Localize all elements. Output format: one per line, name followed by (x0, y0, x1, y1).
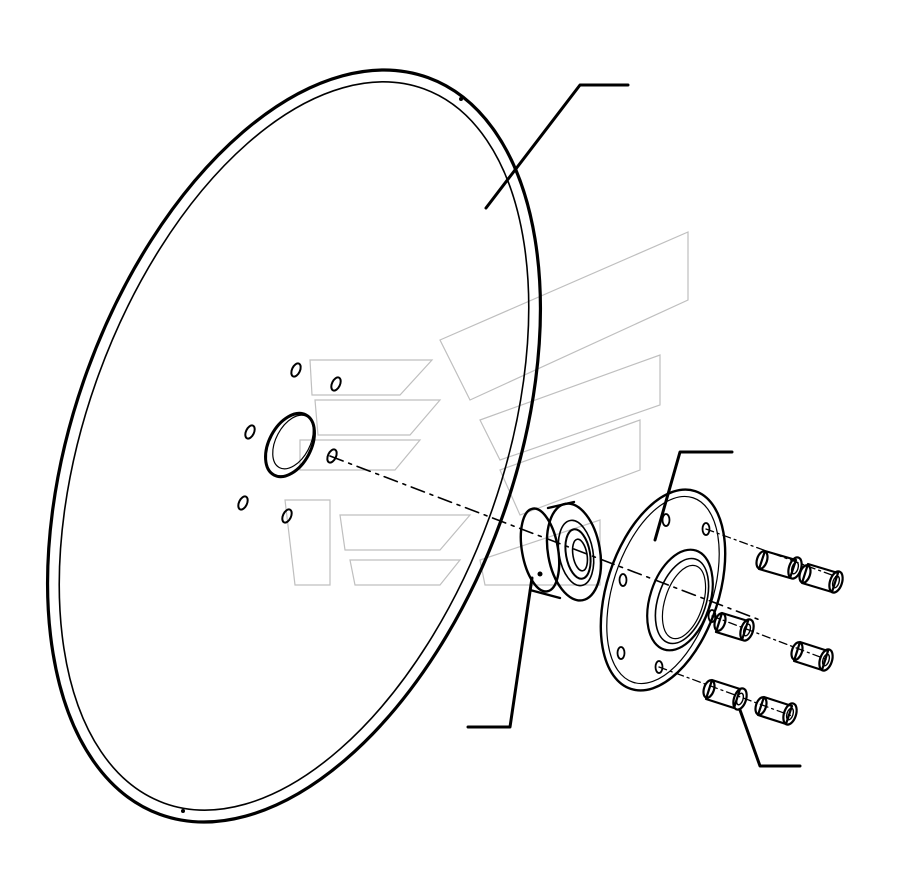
callout-hub-flange (653, 450, 734, 542)
bolt (702, 678, 748, 711)
callout-leaders (466, 83, 802, 768)
callout-disc (484, 83, 630, 210)
disc-bolt-holes (237, 362, 342, 524)
assembly-axis-line (329, 455, 761, 621)
bolt (790, 640, 834, 672)
bolt (755, 549, 803, 580)
watermark-logo (284, 231, 689, 586)
disc-blade (45, 68, 543, 824)
bolt (713, 611, 755, 642)
ball-bearing (519, 500, 603, 602)
hub-flange (599, 488, 727, 692)
flange-bolt-holes (616, 513, 717, 674)
bolt (754, 695, 798, 726)
bolts (702, 549, 844, 726)
bolt (798, 562, 844, 594)
bolt-axis-lines (658, 528, 841, 717)
callout-bolts (738, 708, 802, 768)
callout-bearing (466, 576, 534, 729)
